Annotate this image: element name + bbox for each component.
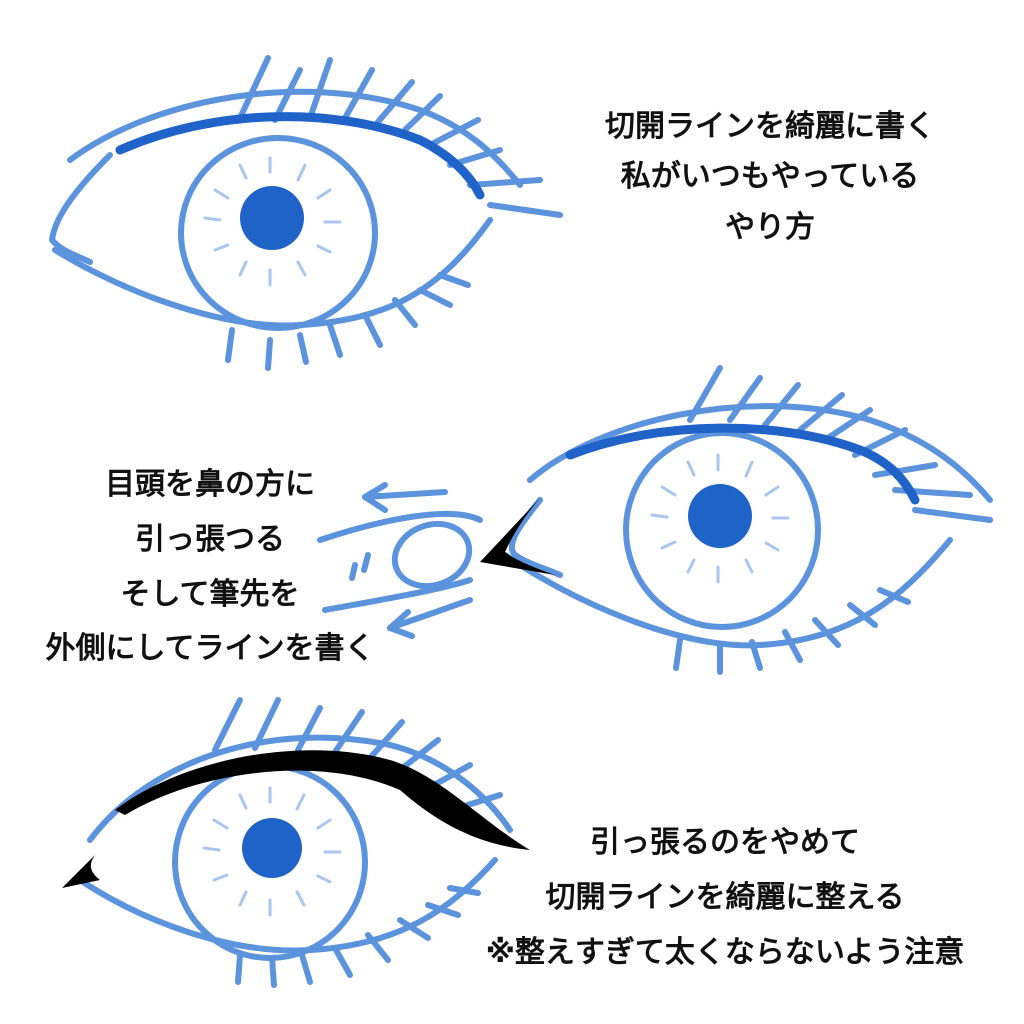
caption-top-line-1: 切開ラインを綺麗に書く — [605, 109, 935, 144]
caption-middle-line-4: 外側にしてラインを書く — [45, 631, 375, 666]
caption-bottom-line-2: 切開ラインを綺麗に整える — [545, 880, 905, 915]
caption-middle-line-2: 引っ張つる — [135, 522, 285, 557]
caption-bottom-line-1: 引っ張るのをやめて — [590, 825, 860, 860]
caption-middle-line-1: 目頭を鼻の方に — [105, 467, 315, 502]
caption-middle-line-3: そして筆先を — [120, 577, 300, 612]
caption-top-line-3: やり方 — [725, 210, 815, 245]
caption-bottom-line-3: ※整えすぎて太くならないよう注意 — [485, 935, 965, 970]
caption-top-line-2: 私がいつもやっている — [620, 159, 920, 194]
